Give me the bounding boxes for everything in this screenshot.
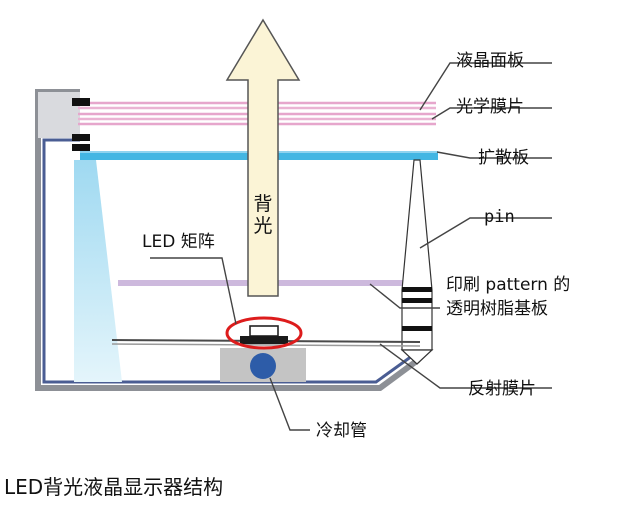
label-diffuser: 扩散板 [478, 148, 529, 168]
label-reflector: 反射膜片 [468, 379, 536, 399]
label-cooling-pipe: 冷却管 [316, 421, 367, 441]
led-highlight-ellipse [225, 316, 303, 350]
label-lcd-panel: 液晶面板 [456, 51, 524, 71]
leader-lines [150, 62, 552, 431]
side-light-glow [74, 160, 122, 382]
label-substrate-line1: 印刷 pattern 的 [446, 275, 570, 295]
led-chip [249, 325, 279, 337]
led-base [240, 336, 288, 344]
support-pin [400, 159, 434, 365]
panel-clip-bottom [72, 144, 90, 151]
label-led-matrix: LED 矩阵 [142, 232, 215, 252]
backlight-arrow-label-2: 光 [253, 215, 272, 237]
housing-frame-inner [42, 138, 413, 384]
label-substrate-line2: 透明树脂基板 [446, 299, 548, 319]
label-optical-film: 光学膜片 [456, 97, 524, 117]
cooling-pipe-icon [250, 353, 276, 379]
backlight-arrow-label-1: 背 [253, 193, 272, 215]
figure-caption: LED背光液晶显示器结构 [4, 475, 224, 499]
backlight-arrow [225, 18, 301, 297]
label-pin: pin [484, 207, 515, 227]
panel-clip-top [72, 98, 90, 106]
panel-clip-mid [72, 134, 90, 141]
